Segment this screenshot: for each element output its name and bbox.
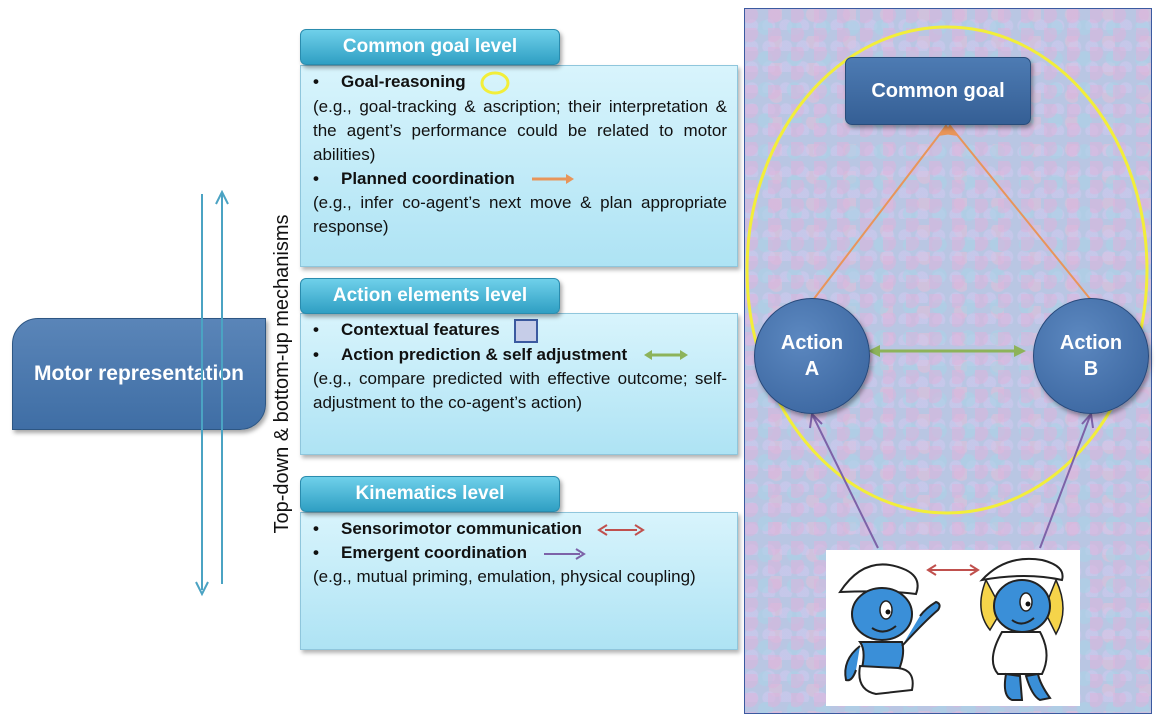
red-double-arrow-icon xyxy=(596,523,645,536)
bullet-emergent-coordination: •Emergent coordination xyxy=(313,541,727,565)
up-down-arrows-icon xyxy=(195,190,229,597)
orange-arrow-b-to-goal xyxy=(949,125,1092,301)
purple-arrow-icon xyxy=(543,547,586,560)
planned-coordination-description: (e.g., infer co-agent’s next move & plan… xyxy=(313,192,727,236)
action-level-box: •Contextual features •Action prediction … xyxy=(300,313,738,455)
kinematics-level-header: Kinematics level xyxy=(300,476,560,512)
green-double-arrow-icon xyxy=(643,350,688,361)
bullet-action-prediction: •Action prediction & self adjustment xyxy=(313,343,727,367)
bullet-contextual-features: •Contextual features xyxy=(313,318,727,343)
orange-arrow-icon xyxy=(531,174,574,185)
orange-arrow-a-to-goal xyxy=(812,125,947,301)
goal-level-header: Common goal level xyxy=(300,29,560,65)
action-b-label-line2: B xyxy=(1083,358,1099,380)
action-prediction-description: (e.g., compare predicted with effective … xyxy=(313,368,727,412)
characters-drawing xyxy=(838,557,1064,702)
textured-square-icon xyxy=(514,318,539,343)
kinematics-level-box: •Sensorimotor communication •Emergent co… xyxy=(300,512,738,650)
characters-illustration xyxy=(826,550,1080,706)
motor-representation-box: Motor representation xyxy=(12,318,266,430)
action-level-header: Action elements level xyxy=(300,278,560,314)
motor-representation-label: Motor representation xyxy=(33,362,245,385)
kinematics-description: (e.g., mutual priming, emulation, physic… xyxy=(313,567,696,586)
female-character-figure xyxy=(979,557,1064,702)
purple-arrow-to-a xyxy=(812,415,879,549)
action-b-node: Action B xyxy=(1033,298,1149,414)
purple-arrow-to-b xyxy=(1039,415,1091,549)
common-goal-node: Common goal xyxy=(845,57,1031,125)
goal-level-box: •Goal-reasoning (e.g., goal-tracking & a… xyxy=(300,65,738,267)
bullet-sensorimotor-communication: •Sensorimotor communication xyxy=(313,517,727,541)
action-a-node: Action A xyxy=(754,298,870,414)
action-b-label-line1: Action xyxy=(1059,332,1123,354)
common-goal-ellipse xyxy=(745,25,1149,515)
bullet-goal-reasoning: •Goal-reasoning xyxy=(313,70,727,95)
red-double-arrow-between-characters xyxy=(926,564,980,576)
goal-reasoning-description: (e.g., goal-tracking & ascription; their… xyxy=(313,96,727,164)
bullet-planned-coordination: •Planned coordination xyxy=(313,167,727,191)
yellow-ring-icon xyxy=(480,71,510,95)
male-character-figure xyxy=(838,563,941,696)
action-a-label-line1: Action xyxy=(780,332,844,354)
action-a-label-line2: A xyxy=(804,358,820,380)
